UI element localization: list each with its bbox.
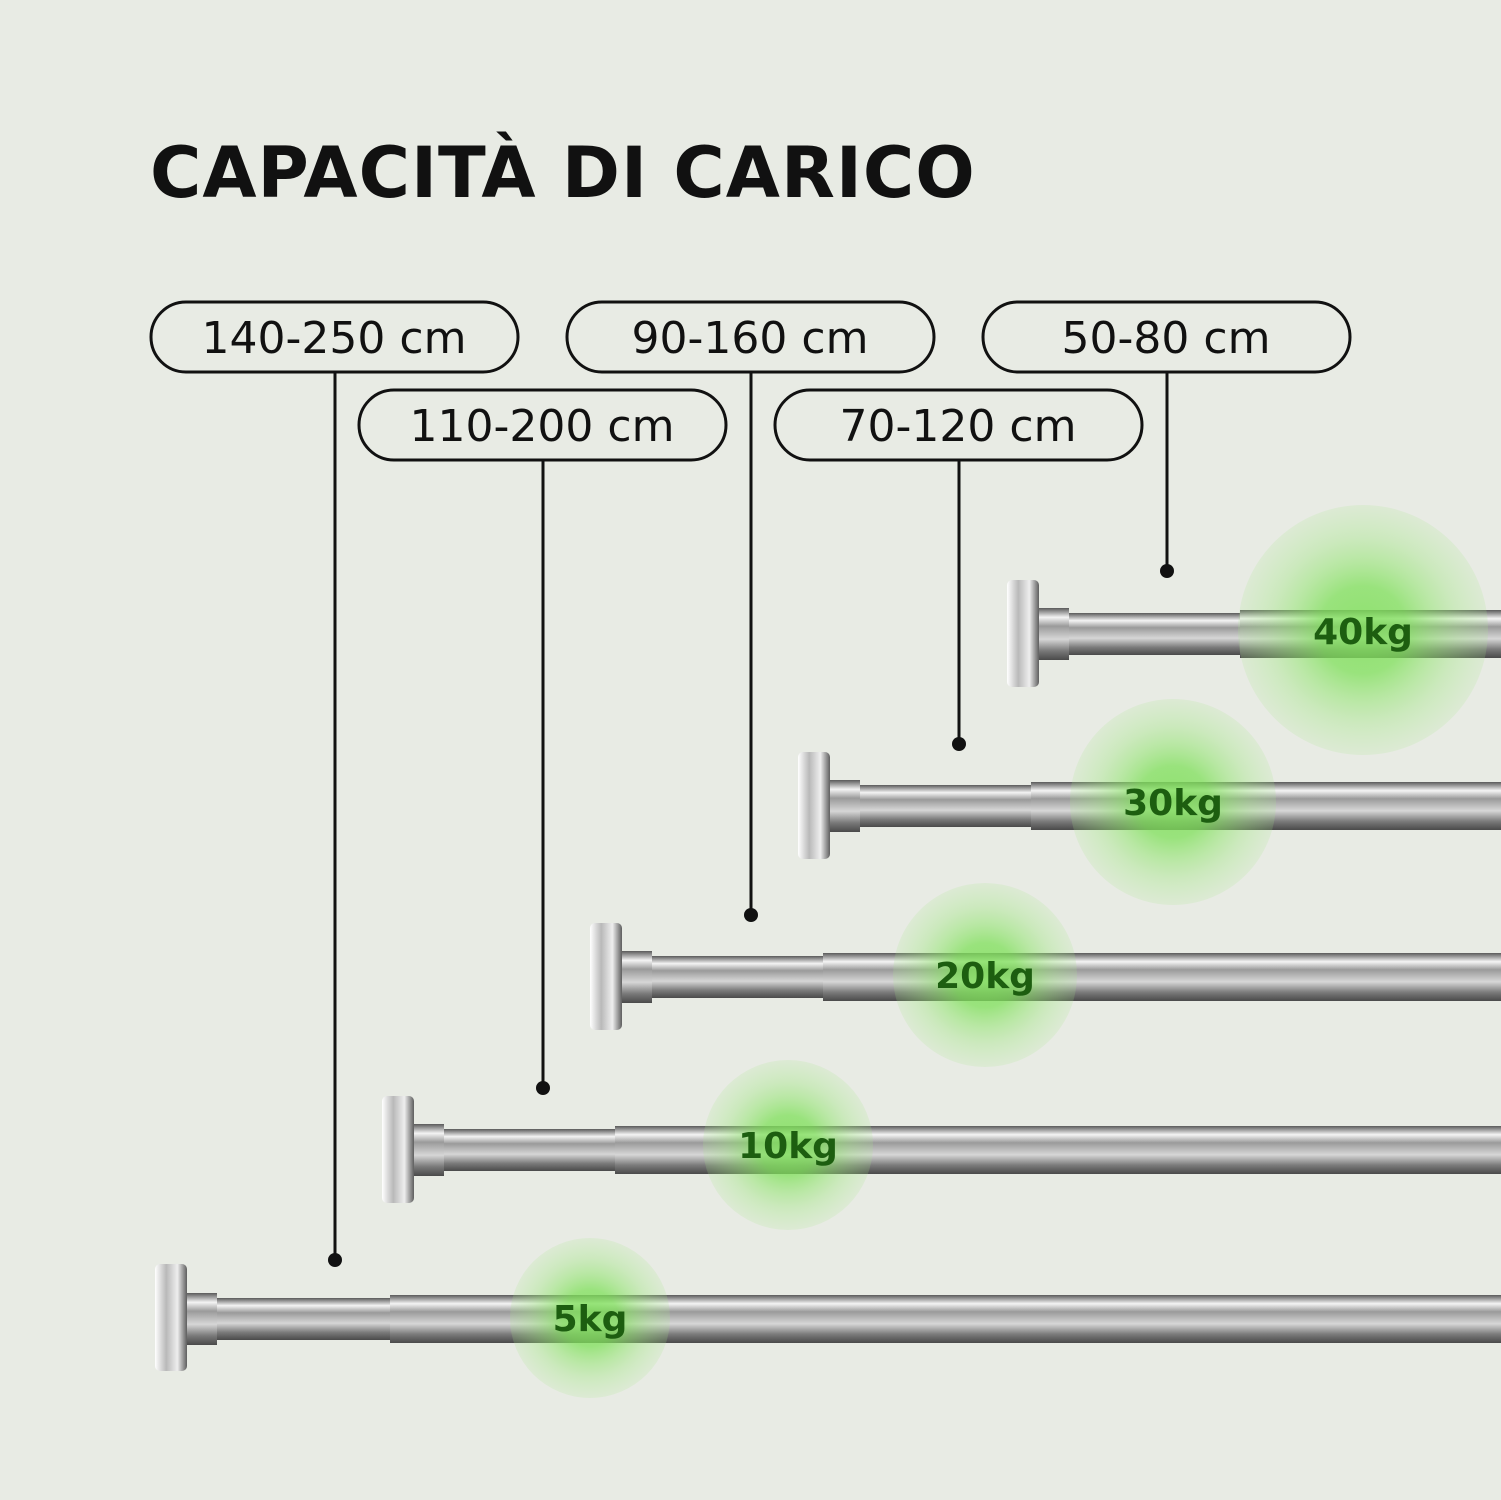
leader-dot	[744, 908, 758, 922]
weight-glow	[703, 1060, 873, 1230]
rod-collar	[828, 780, 860, 832]
weight-glow	[1070, 699, 1276, 905]
range-label: 90-160 cm	[632, 313, 869, 364]
range-label: 50-80 cm	[1062, 313, 1271, 364]
rod-inner-tube	[442, 1129, 615, 1171]
rod-collar	[412, 1124, 444, 1176]
leader-dot	[1160, 564, 1174, 578]
rod-10kg: 10kg	[382, 1060, 1501, 1230]
weight-glow	[893, 883, 1077, 1067]
range-label: 70-120 cm	[840, 401, 1077, 452]
range-pill-70-120: 70-120 cm	[773, 388, 1144, 462]
range-pill-140-250: 140-250 cm	[149, 300, 520, 374]
rod-end-cap	[590, 923, 622, 1030]
rod-end-cap	[1007, 580, 1039, 687]
rod-collar	[1037, 608, 1069, 660]
leader-lines	[328, 373, 1174, 1267]
rod-30kg: 30kg	[798, 699, 1501, 905]
rod-end-cap	[382, 1096, 414, 1203]
rod-40kg: 40kg	[1007, 505, 1501, 755]
rod-inner-tube	[858, 785, 1031, 827]
rod-inner-tube	[1067, 613, 1240, 655]
weight-label: 5kg	[553, 1299, 628, 1340]
leader-dot	[536, 1081, 550, 1095]
weight-label: 10kg	[738, 1126, 838, 1167]
range-label: 140-250 cm	[202, 313, 467, 364]
weight-glow	[510, 1238, 670, 1398]
range-label: 110-200 cm	[410, 401, 675, 452]
weight-label: 20kg	[935, 956, 1035, 997]
rod-end-cap	[155, 1264, 187, 1371]
weight-label: 40kg	[1313, 612, 1413, 653]
range-pill-110-200: 110-200 cm	[357, 388, 728, 462]
rod-inner-tube	[650, 956, 823, 998]
page-title: CAPACITÀ DI CARICO	[150, 132, 976, 214]
rod-5kg: 5kg	[155, 1238, 1501, 1398]
weight-glow	[1238, 505, 1488, 755]
range-pill-50-80: 50-80 cm	[981, 300, 1352, 374]
leader-dot	[952, 737, 966, 751]
rod-end-cap	[798, 752, 830, 859]
rod-inner-tube	[215, 1298, 390, 1340]
rod-collar	[185, 1293, 217, 1345]
range-pill-90-160: 90-160 cm	[565, 300, 936, 374]
leader-dot	[328, 1253, 342, 1267]
rod-20kg: 20kg	[590, 883, 1501, 1067]
rod-collar	[620, 951, 652, 1003]
weight-label: 30kg	[1123, 783, 1223, 824]
